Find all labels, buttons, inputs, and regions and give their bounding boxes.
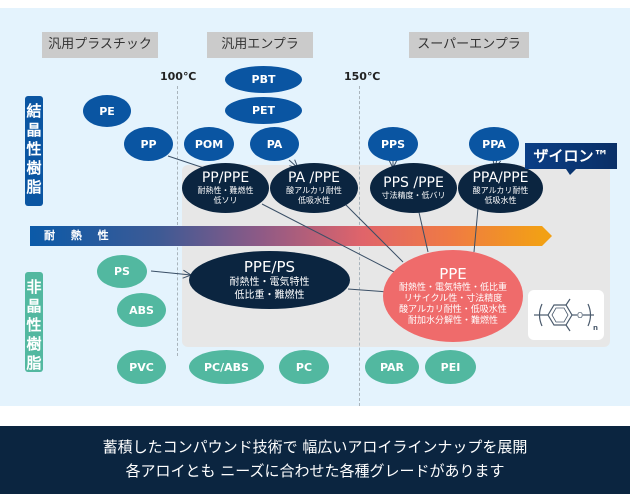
category-general-engineering: 汎用エンプラ <box>207 32 313 58</box>
alloy-pa-ppe: PA /PPE 酸アルカリ耐性 低吸水性 <box>270 163 358 213</box>
resin-pc: PC <box>279 350 329 384</box>
temp-100-label: 100℃ <box>160 70 197 83</box>
resin-pc-abs: PC/ABS <box>189 350 264 384</box>
ppe-structure-icon: O n <box>534 298 598 332</box>
amorphous-label: 非晶性樹脂 <box>25 272 43 372</box>
resin-pe: PE <box>83 95 131 127</box>
chem-oxygen: O <box>577 311 583 320</box>
ppe-feature: リサイクル性・寸法精度 <box>403 294 503 304</box>
alloy-feature: 寸法精度・低バリ <box>381 191 446 200</box>
alloy-feature: 酸アルカリ耐性 <box>286 186 342 195</box>
alloy-name: PPE/PS <box>243 258 296 276</box>
crystalline-label: 結晶性樹脂 <box>25 96 43 206</box>
temp-150-label: 150℃ <box>344 70 381 83</box>
divider-100c <box>177 86 178 356</box>
alloy-feature: 低吸水性 <box>484 196 517 205</box>
heat-resistance-label: 耐 熱 性 <box>44 229 115 242</box>
ppe-feature: 酸アルカリ耐性・低吸水性 <box>399 305 507 315</box>
resin-pet: PET <box>225 97 302 124</box>
brand-label-pointer <box>566 169 576 175</box>
ppe-feature: 耐熱性・電気特性・低比重 <box>398 283 507 293</box>
heat-resistance-arrow-tip <box>542 226 552 246</box>
alloy-name: PPA/PPE <box>472 170 529 186</box>
alloy-name: PA /PPE <box>287 170 341 186</box>
chem-subscript: n <box>593 324 598 332</box>
alloy-ppe-ps: PPE/PS 耐熱性・電気特性 低比重・難燃性 <box>189 251 350 309</box>
brand-label: ザイロン™ <box>525 143 617 169</box>
alloy-pps-ppe: PPS /PPE 寸法精度・低バリ <box>370 163 457 213</box>
resin-ps: PS <box>97 255 147 288</box>
divider-150c <box>359 86 360 406</box>
ppe-core: PPE 耐熱性・電気特性・低比重 リサイクル性・寸法精度 酸アルカリ耐性・低吸水… <box>383 250 523 342</box>
footer-line-2: 各アロイとも ニーズに合わせた各種グレードがあります <box>125 462 505 480</box>
alloy-ppa-ppe: PPA/PPE 酸アルカリ耐性 低吸水性 <box>458 163 543 213</box>
alloy-feature: 低ソリ <box>213 196 238 205</box>
resin-pbt: PBT <box>225 66 302 93</box>
alloy-feature: 低吸水性 <box>298 196 330 205</box>
alloy-feature: 低比重・難燃性 <box>234 290 305 301</box>
alloy-name: PP/PPE <box>201 170 250 186</box>
category-general-plastic: 汎用プラスチック <box>42 32 158 58</box>
footer-banner: 蓄積したコンパウンド技術で 幅広いアロイラインナップを展開 各アロイとも ニーズ… <box>0 426 630 494</box>
ppe-chemical-structure: O n <box>528 290 604 340</box>
resin-abs: ABS <box>117 293 166 327</box>
resin-pps: PPS <box>368 127 418 161</box>
resin-pa: PA <box>250 127 299 161</box>
alloy-pp-ppe: PP/PPE 耐熱性・難燃性 低ソリ <box>182 163 269 213</box>
category-super-engineering: スーパーエンプラ <box>409 32 529 58</box>
resin-pei: PEI <box>425 350 476 384</box>
alloy-feature: 耐熱性・難燃性 <box>197 186 254 195</box>
footer-line-1: 蓄積したコンパウンド技術で 幅広いアロイラインナップを展開 <box>102 438 528 456</box>
resin-pvc: PVC <box>117 350 166 384</box>
resin-par: PAR <box>365 350 419 384</box>
ppe-feature: 耐加水分解性・難燃性 <box>407 316 498 326</box>
alloy-feature: 耐熱性・電気特性 <box>229 277 310 288</box>
resin-pp: PP <box>124 127 173 161</box>
resin-ppa: PPA <box>469 127 519 161</box>
ppe-name: PPE <box>439 265 467 283</box>
alloy-name: PPS /PPE <box>383 175 444 191</box>
alloy-feature: 酸アルカリ耐性 <box>472 186 529 195</box>
resin-pom: POM <box>184 127 234 161</box>
